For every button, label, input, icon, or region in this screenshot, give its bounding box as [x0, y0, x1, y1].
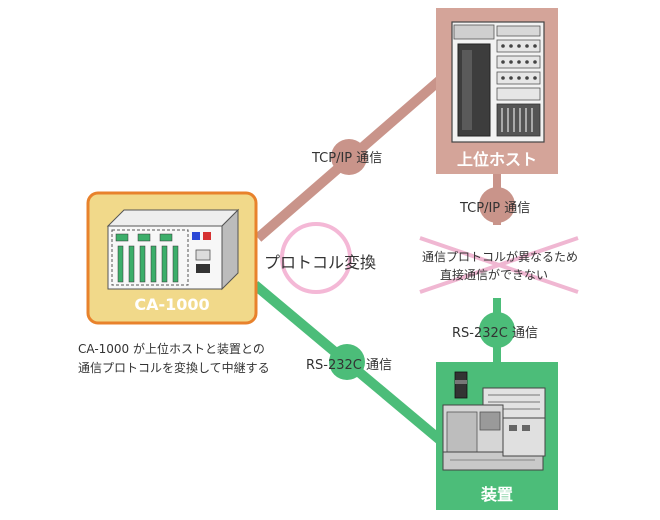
device-title: 装置: [480, 485, 513, 504]
protocol-conversion-label: プロトコル変換: [264, 253, 377, 272]
rs232c-dot-right: [479, 312, 515, 348]
tcp-ip-dot-right: [479, 187, 515, 223]
rs232c-label-right: RS-232C 通信: [452, 326, 538, 341]
tcp-ip-dot-left: [331, 139, 367, 175]
cross-line-b: [419, 236, 579, 294]
converter-title: CA-1000: [134, 295, 210, 314]
converter-description-line1: CA-1000 が上位ホストと装置との: [78, 342, 265, 356]
host-title: 上位ホスト: [456, 150, 537, 169]
protocol-conversion-circle: [280, 222, 352, 294]
tcp-ip-label-right: TCP/IP 通信: [460, 201, 531, 216]
rs232c-label-left: RS-232C 通信: [306, 358, 392, 373]
mismatch-note-line1: 通信プロトコルが異なるため: [422, 250, 579, 264]
converter-description-line2: 通信プロトコルを変換して中継する: [78, 361, 270, 375]
tcp-ip-label-left: TCP/IP 通信: [312, 151, 383, 166]
server-rack-icon: [451, 21, 545, 143]
rs232c-dot-left: [329, 344, 365, 380]
industrial-equipment-icon: [442, 371, 546, 471]
protocol-converter-icon: [106, 208, 240, 291]
mismatch-note-line2: 直接通信ができない: [440, 268, 549, 282]
